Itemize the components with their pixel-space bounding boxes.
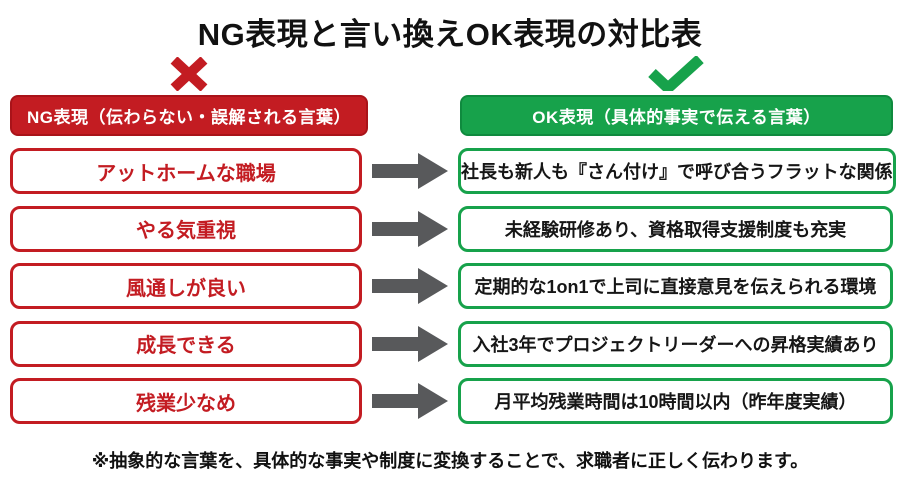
arrow-right-icon: [362, 210, 458, 248]
arrow-right-icon: [362, 325, 458, 363]
ok-term-box: 未経験研修あり、資格取得支援制度も充実: [458, 205, 893, 252]
ok-term-box: 月平均残業時間は10時間以内（昨年度実績）: [458, 378, 893, 424]
comparison-row: 残業少なめ 月平均残業時間は10時間以内（昨年度実績）: [0, 378, 900, 424]
comparison-row: 風通しが良い 定期的な1on1で上司に直接意見を伝えられる環境: [0, 263, 900, 309]
comparison-rows: アットホームな職場 社長も新人も『さん付け』で呼び合うフラットな関係 やる気重視…: [0, 148, 900, 436]
footnote: ※抽象的な言葉を、具体的な事実や制度に変換することで、求職者に正しく伝わります。: [91, 451, 809, 471]
ok-column-header: OK表現（具体的事実で伝える言葉）: [460, 95, 893, 136]
cross-icon: [170, 56, 208, 92]
ng-term-box: 残業少なめ: [10, 378, 362, 424]
arrow-right-icon: [362, 267, 458, 305]
arrow-right-icon: [362, 152, 458, 190]
ng-term-box: 風通しが良い: [10, 263, 362, 309]
comparison-row: アットホームな職場 社長も新人も『さん付け』で呼び合うフラットな関係: [0, 148, 900, 194]
ok-term-box: 定期的な1on1で上司に直接意見を伝えられる環境: [458, 263, 893, 309]
ng-column-header: NG表現（伝わらない・誤解される言葉）: [10, 95, 368, 136]
ng-term-box: 成長できる: [10, 320, 362, 367]
ng-term-box: アットホームな職場: [10, 148, 362, 194]
comparison-row: 成長できる 入社3年でプロジェクトリーダーへの昇格実績あり: [0, 320, 900, 367]
page-title: NG表現と言い換えOK表現の対比表: [197, 17, 703, 52]
comparison-row: やる気重視 未経験研修あり、資格取得支援制度も充実: [0, 205, 900, 252]
ok-term-box: 社長も新人も『さん付け』で呼び合うフラットな関係: [458, 148, 896, 194]
check-icon: [648, 54, 704, 96]
ok-term-box: 入社3年でプロジェクトリーダーへの昇格実績あり: [458, 320, 893, 367]
arrow-right-icon: [362, 382, 458, 420]
ng-term-box: やる気重視: [10, 205, 362, 252]
